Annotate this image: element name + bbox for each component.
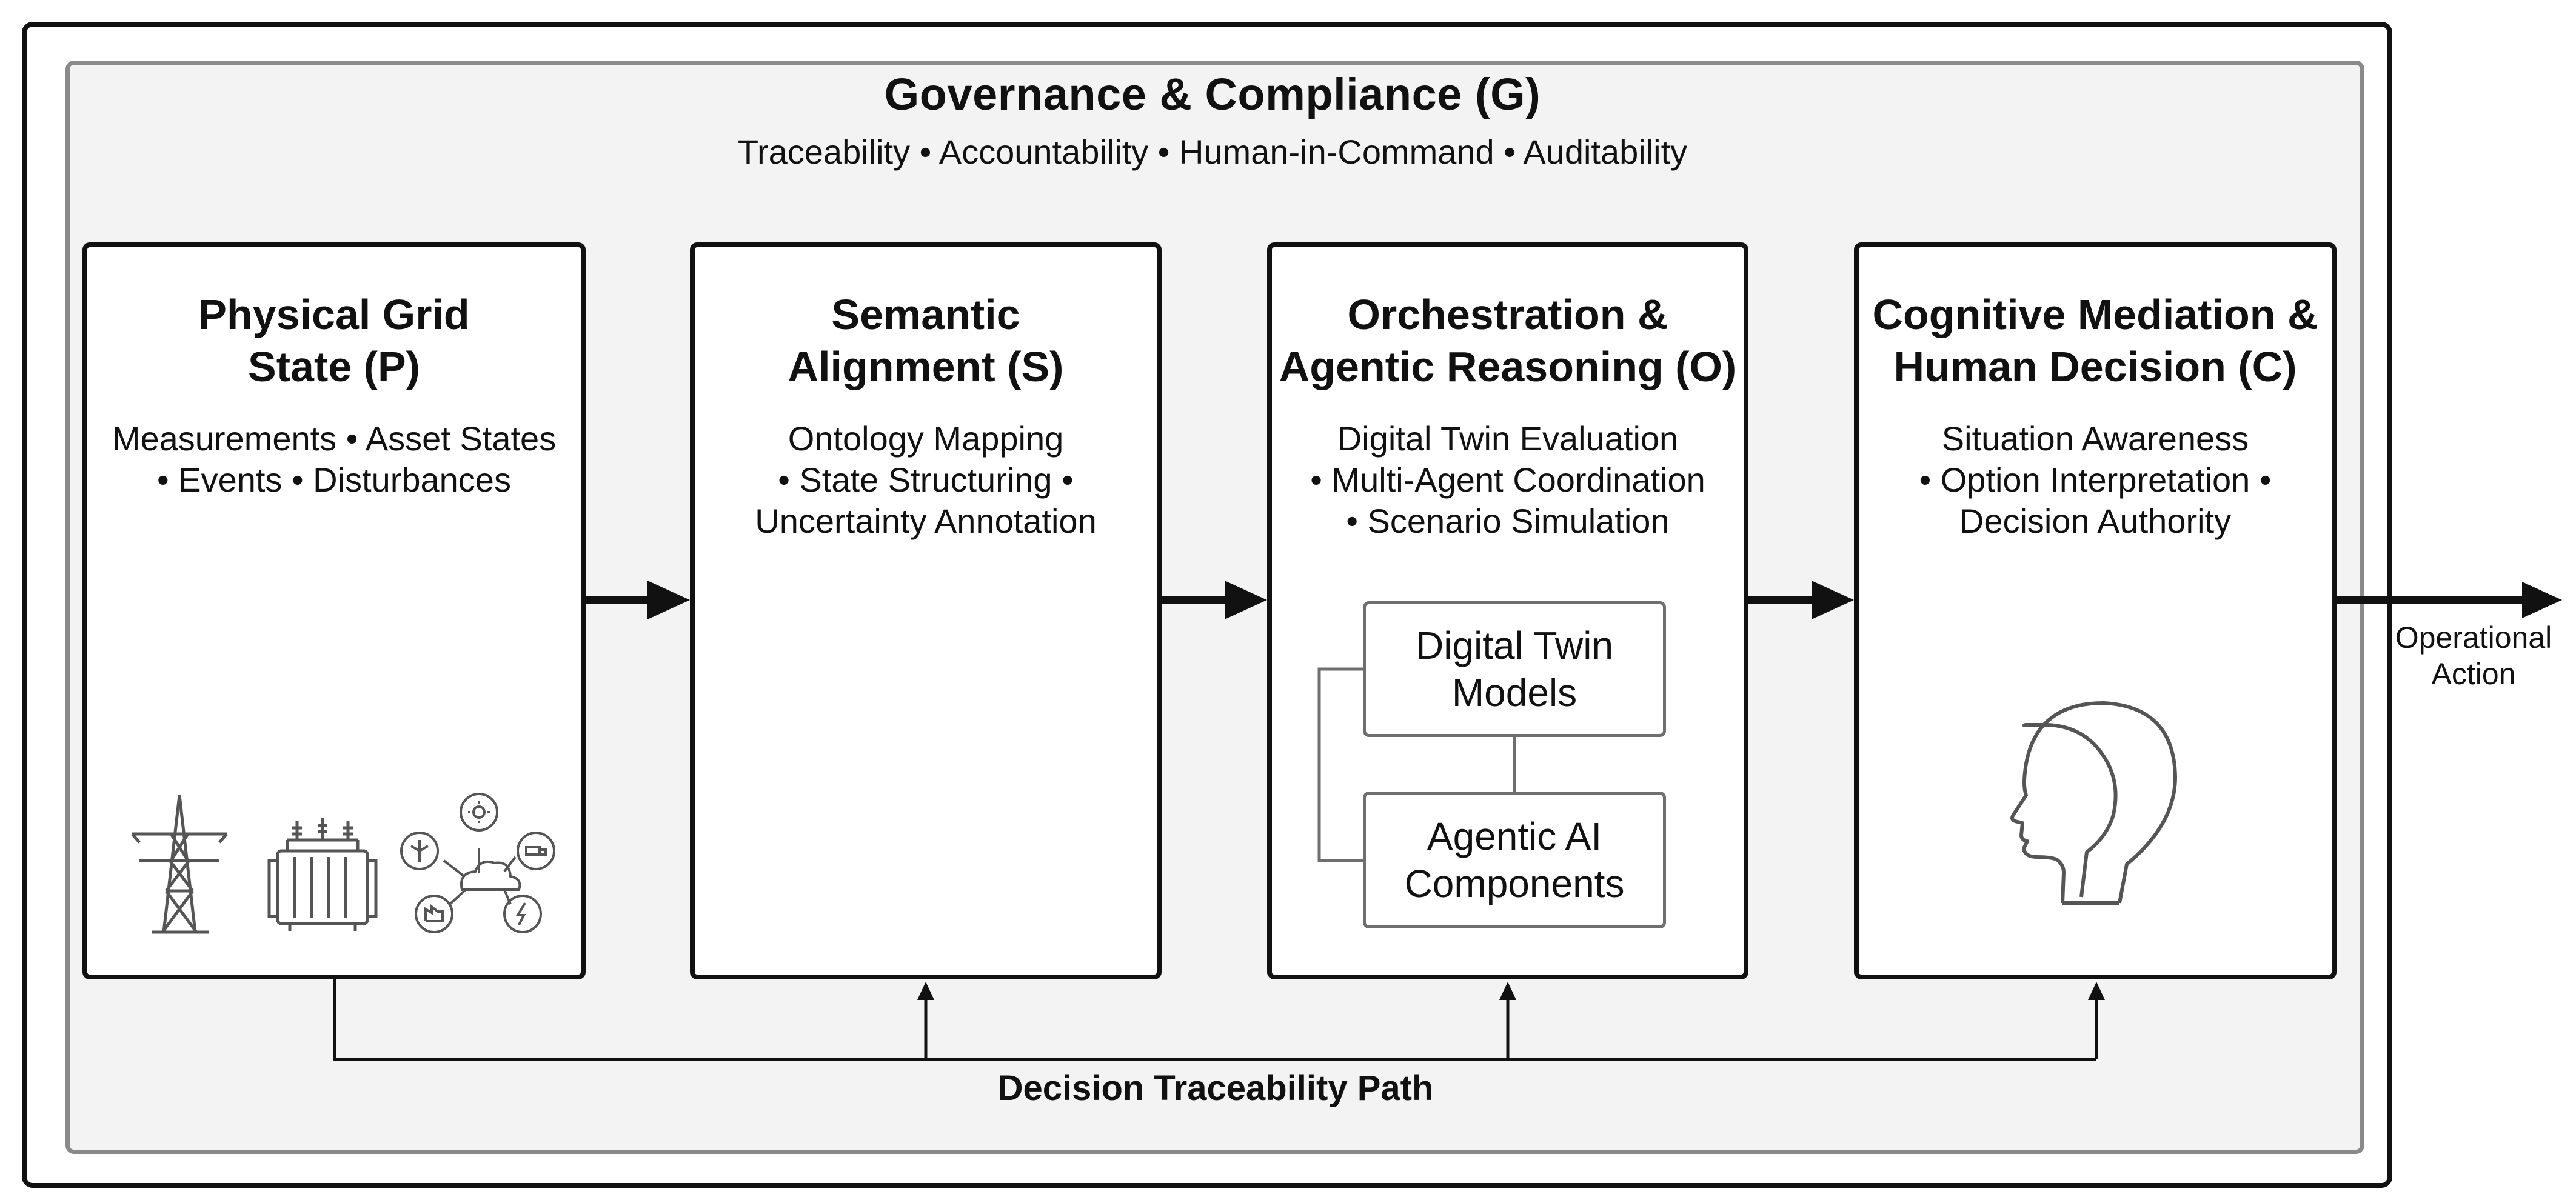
flow-arrow-s-to-o	[1162, 581, 1267, 619]
traceability-arrowheads	[917, 982, 2105, 1000]
stage-desc-line: • Multi-Agent Coordination	[1310, 461, 1705, 499]
component-connectors	[1317, 667, 1516, 862]
traceability-path-label: Decision Traceability Path	[997, 1068, 1434, 1108]
component-label-line: Agentic AI	[1427, 815, 1602, 858]
stage-title-line: Physical Grid	[198, 291, 470, 338]
stage-description: Digital Twin Evaluation • Multi-Agent Co…	[1272, 418, 1744, 542]
stage-physical-grid-state: Physical Grid State (P) Measurements • A…	[82, 242, 586, 979]
stage-desc-line: • Scenario Simulation	[1346, 502, 1670, 540]
stage-title: Orchestration & Agentic Reasoning (O)	[1272, 288, 1744, 393]
traceability-path	[333, 979, 2098, 1061]
stage-title-line: Semantic	[831, 291, 1020, 338]
stage-desc-line: • State Structuring •	[778, 461, 1074, 499]
output-arrow	[2337, 582, 2562, 618]
stage-title: Semantic Alignment (S)	[695, 288, 1157, 393]
stage-desc-line: Uncertainty Annotation	[755, 502, 1097, 540]
stage-desc-line: Ontology Mapping	[788, 419, 1064, 458]
stage-desc-line: Situation Awareness	[1941, 419, 2249, 458]
agentic-ai-components-box: Agentic AI Components	[1363, 792, 1666, 928]
operational-action-line: Action	[2431, 657, 2516, 691]
operational-action-label: Operational Action	[2383, 619, 2564, 692]
operational-action-line: Operational	[2395, 621, 2552, 655]
stage-desc-line: Measurements • Asset States	[112, 419, 557, 458]
digital-twin-models-box: Digital Twin Models	[1363, 601, 1666, 737]
stage-desc-line: Decision Authority	[1959, 502, 2232, 540]
distributed-energy-network-icon	[400, 793, 555, 933]
stage-semantic-alignment: Semantic Alignment (S) Ontology Mapping …	[690, 242, 1162, 979]
flow-arrow-o-to-c	[1748, 581, 1854, 619]
component-label-line: Digital Twin	[1415, 624, 1614, 667]
stage-title-line: Alignment (S)	[788, 343, 1064, 390]
component-label-line: Models	[1451, 671, 1577, 715]
stage-title-line: Cognitive Mediation &	[1872, 291, 2318, 338]
stage-title-line: Human Decision (C)	[1893, 343, 2297, 390]
stage-title-line: Orchestration &	[1347, 291, 1668, 338]
transformer-icon	[267, 818, 378, 931]
governance-subtitle: Traceability • Accountability • Human-in…	[737, 133, 1688, 171]
stage-desc-line: • Events • Disturbances	[157, 461, 511, 499]
stage-title-line: State (P)	[248, 343, 420, 390]
component-label-line: Components	[1404, 862, 1625, 905]
governance-title: Governance & Compliance (G)	[884, 69, 1541, 119]
stage-title-line: Agentic Reasoning (O)	[1279, 343, 1737, 390]
stage-title: Physical Grid State (P)	[87, 288, 581, 393]
stage-description: Ontology Mapping • State Structuring • U…	[695, 418, 1157, 542]
human-head-icon	[2010, 701, 2177, 905]
stage-description: Situation Awareness • Option Interpretat…	[1859, 418, 2332, 542]
stage-description: Measurements • Asset States • Events • D…	[87, 418, 581, 501]
transmission-tower-icon	[131, 795, 228, 934]
stage-cognitive-mediation-human-decision: Cognitive Mediation & Human Decision (C)…	[1854, 242, 2337, 979]
stage-title: Cognitive Mediation & Human Decision (C)	[1859, 288, 2332, 393]
stage-desc-line: • Option Interpretation •	[1919, 461, 2272, 499]
stage-desc-line: Digital Twin Evaluation	[1337, 419, 1679, 458]
flow-arrow-p-to-s	[586, 581, 690, 619]
